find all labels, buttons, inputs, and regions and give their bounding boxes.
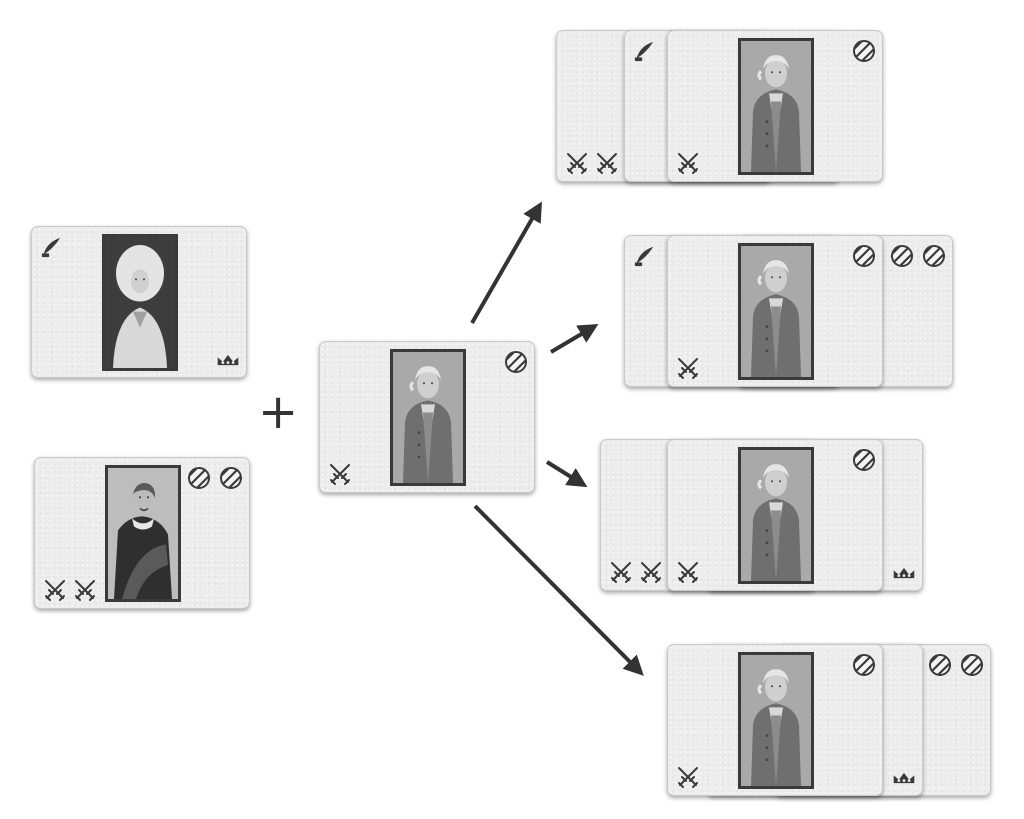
striped-orb-icon — [960, 653, 984, 677]
crossed-swords-icon — [328, 462, 352, 486]
arrow-to-outcome-4 — [473, 504, 644, 676]
crossed-swords-icon — [676, 560, 700, 584]
outcome-3-top-card[interactable] — [667, 439, 883, 591]
portrait-gentleman-coat — [390, 349, 466, 486]
crossed-swords-icon — [676, 356, 700, 380]
arrow-to-outcome-2 — [549, 323, 599, 354]
plus-operator: + — [258, 384, 299, 440]
arrow-to-outcome-3 — [545, 460, 588, 488]
striped-orb-icon — [922, 244, 946, 268]
portrait-gentleman-coat — [738, 447, 814, 584]
striped-orb-icon — [504, 350, 528, 374]
striped-orb-icon — [852, 653, 876, 677]
striped-orb-icon — [219, 466, 243, 490]
outcome-2-top-card[interactable] — [667, 235, 883, 387]
striped-orb-icon — [852, 448, 876, 472]
outcome-1-top-card[interactable] — [667, 30, 883, 182]
card-lady[interactable] — [31, 226, 247, 378]
crossed-swords-icon — [73, 578, 97, 602]
crown-icon — [216, 353, 240, 367]
crown-icon — [892, 771, 916, 785]
striped-orb-icon — [928, 653, 952, 677]
quill-icon — [633, 39, 655, 63]
striped-orb-icon — [852, 39, 876, 63]
crossed-swords-icon — [595, 151, 619, 175]
striped-orb-icon — [890, 244, 914, 268]
card-gentleman[interactable] — [319, 341, 535, 493]
crossed-swords-icon — [43, 578, 67, 602]
crown-icon — [892, 566, 916, 580]
card-nobleman[interactable] — [34, 457, 250, 609]
portrait-gentleman-coat — [738, 652, 814, 789]
portrait-lady-powdered-wig — [102, 234, 178, 371]
quill-icon — [633, 244, 655, 268]
arrow-to-outcome-1 — [470, 201, 542, 324]
quill-icon — [40, 235, 62, 259]
portrait-nobleman-cloak — [105, 465, 181, 602]
striped-orb-icon — [187, 466, 211, 490]
portrait-gentleman-coat — [738, 38, 814, 175]
crossed-swords-icon — [565, 151, 589, 175]
crossed-swords-icon — [639, 560, 663, 584]
outcome-4-top-card[interactable] — [667, 644, 883, 796]
striped-orb-icon — [852, 244, 876, 268]
crossed-swords-icon — [676, 151, 700, 175]
portrait-gentleman-coat — [738, 243, 814, 380]
crossed-swords-icon — [609, 560, 633, 584]
crossed-swords-icon — [676, 765, 700, 789]
